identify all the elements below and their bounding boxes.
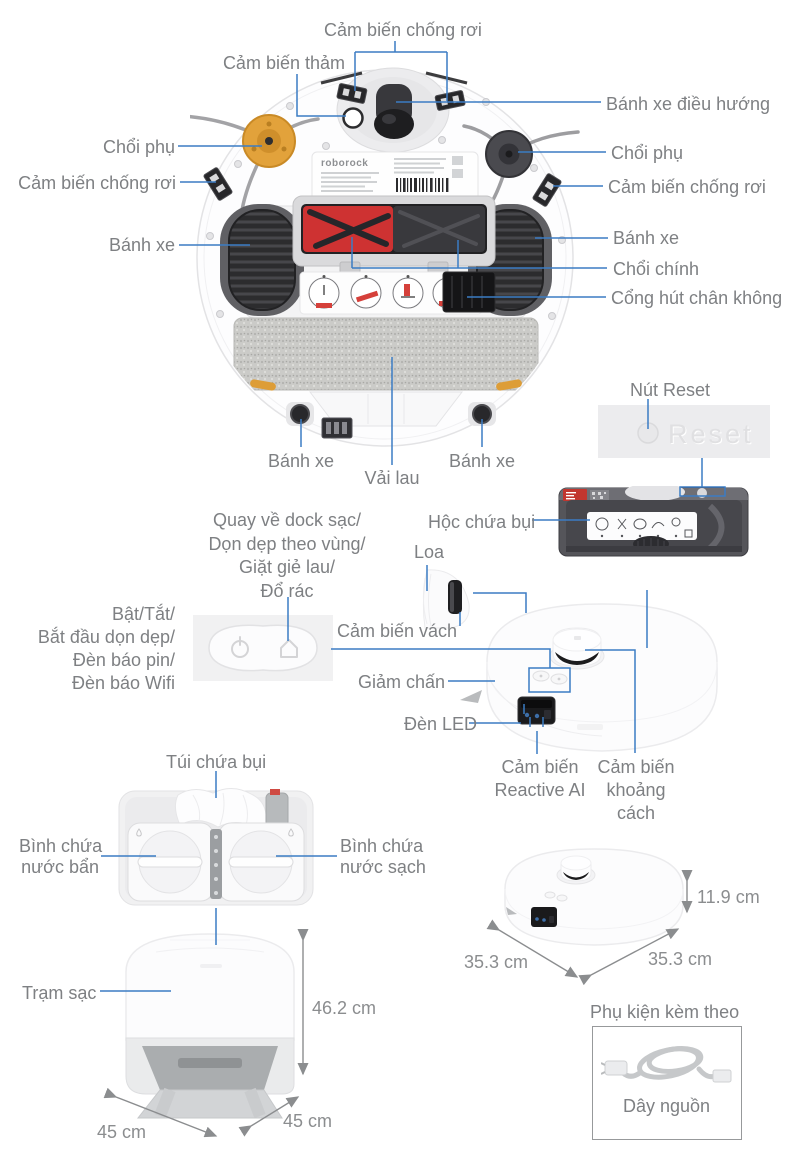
label-main-brush: Chổi chính: [613, 259, 700, 279]
dimension-robot-height: 11.9 cm: [697, 887, 760, 907]
dimension-station-width: 45 cm: [97, 1122, 147, 1142]
home-icon: [280, 639, 298, 658]
dock-top-view-illustration: [118, 788, 314, 906]
label-fall-sensor-right: Cảm biến chống rơi: [608, 177, 766, 197]
clean-water-tank-icon: [218, 822, 305, 902]
dirty-water-tank-icon: [127, 822, 214, 902]
front-sensor-panel-icon: [517, 696, 556, 725]
reset-embossed-text: Reset: [668, 419, 754, 449]
robot-bottom-view-illustration: roborock: [190, 67, 580, 447]
reset-button-icon: [637, 422, 659, 444]
front-wheel-left-icon: [286, 402, 314, 426]
label-wheel-right: Bánh xe: [613, 228, 680, 248]
label-speaker: Loa: [414, 542, 445, 562]
label-wall-sensor: Cảm biến vách: [337, 621, 458, 641]
label-dust-bag: Túi chứa bụi: [166, 752, 267, 772]
mop-cloth-icon: [233, 317, 539, 391]
power-cord-icon: [601, 1046, 732, 1083]
cliff-sensor-side-icons: [203, 167, 562, 207]
charging-station-illustration: [125, 933, 295, 1119]
mop-clip-right-icon: [496, 379, 522, 391]
label-wheel-bottom-left: Bánh xe: [267, 451, 335, 471]
dimension-station-depth: 45 cm: [283, 1111, 333, 1131]
brand-text: roborock: [321, 158, 368, 169]
label-power-button-functions: Bật/Tắt/ Bắt đầu dọn dẹp/ Đèn báo pin/ Đ…: [37, 604, 175, 693]
label-dust-box: Hộc chứa bụi: [428, 512, 536, 532]
robot-dimensions-illustration: [504, 848, 684, 946]
label-dock-button-functions: Quay về dock sạc/ Dọn dẹp theo vùng/ Giặ…: [208, 510, 366, 601]
carpet-sensor-icon: [342, 107, 364, 129]
label-charging-station: Trạm sạc: [22, 983, 97, 1003]
lidar-turret-small-icon: [556, 855, 596, 885]
label-reactive-ai-sensor: Cảm biến Reactive AI: [494, 757, 586, 800]
speaker-grille-icon: [448, 580, 462, 614]
accessory-box: Dây nguồn: [592, 1026, 742, 1140]
label-carpet-sensor: Cảm biến thảm: [222, 53, 345, 73]
accessories-title: Phụ kiện kèm theo: [590, 1002, 740, 1022]
product-label-sticker: roborock: [311, 151, 479, 203]
label-reset: Nút Reset: [630, 380, 711, 400]
label-vacuum-port: Cổng hút chân không: [611, 288, 783, 308]
vacuum-port-icon: [442, 271, 496, 313]
power-icon: [231, 636, 249, 658]
dimension-robot-depth: 35.3 cm: [648, 949, 713, 969]
drive-wheel-left-icon: [220, 204, 304, 316]
label-wheel-left: Bánh xe: [108, 235, 175, 255]
label-mop-cloth: Vải lau: [364, 468, 420, 488]
dimension-robot-width: 35.3 cm: [464, 952, 529, 972]
control-buttons-illustration: [193, 615, 333, 681]
speaker-illustration: [422, 569, 470, 629]
mop-clip-left-icon: [250, 379, 276, 391]
svg-text:Reset: Reset: [669, 420, 755, 450]
lidar-turret-icon: [549, 627, 605, 670]
reset-button-illustration: Reset Reset: [598, 405, 770, 458]
power-cord-label: Dây nguồn: [622, 1096, 711, 1116]
front-sensor-panel-small-icon: [531, 907, 557, 927]
side-brush-left-hub-icon: [242, 114, 296, 168]
side-brush-right-hub-icon: [485, 130, 533, 178]
label-nav-wheel: Bánh xe điều hướng: [606, 94, 770, 114]
label-side-brush-right: Chổi phụ: [611, 143, 684, 163]
label-wheel-bottom-right: Bánh xe: [448, 451, 516, 471]
label-side-brush-left: Chổi phụ: [103, 137, 176, 157]
label-bumper: Giảm chấn: [358, 672, 446, 692]
robot-top-view-illustration: [486, 603, 718, 752]
charging-contact-icon: [321, 417, 353, 439]
label-dirty-water-tank: Bình chứa nước bẩn: [19, 836, 103, 877]
label-clean-water-tank: Bình chứa nước sạch: [340, 836, 426, 877]
label-distance-sensor: Cảm biến khoảng cách: [597, 757, 675, 823]
label-led: Đèn LED: [404, 714, 478, 734]
label-fall-sensor-left: Cảm biến chống rơi: [18, 173, 176, 193]
dimension-station-height: 46.2 cm: [312, 998, 377, 1018]
dust-box-illustration: [558, 486, 749, 557]
label-fall-sensor-top: Cảm biến chống rơi: [324, 20, 482, 40]
main-brush-icon: [292, 195, 496, 274]
front-wheel-right-icon: [468, 402, 496, 426]
